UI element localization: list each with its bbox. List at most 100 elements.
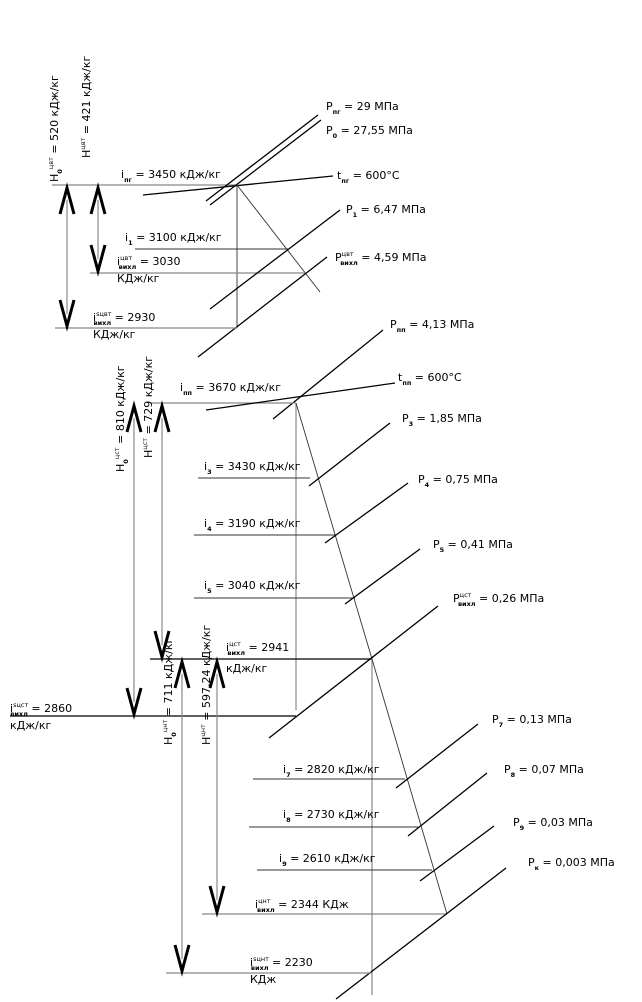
label-part: t bbox=[398, 371, 403, 384]
label-part: = 0,13 МПа bbox=[503, 713, 572, 726]
arrowhead-up-icon bbox=[89, 182, 107, 215]
label-part: i bbox=[283, 763, 286, 776]
label-part: i bbox=[117, 255, 120, 268]
label-p-pg: Pпг = 29 МПа bbox=[326, 100, 399, 116]
arrow-h-cst bbox=[153, 400, 171, 663]
label-part: вихл bbox=[227, 649, 245, 657]
label-part: 8 bbox=[286, 816, 291, 824]
label-part: = 4,13 МПа bbox=[406, 318, 475, 331]
label-part: i bbox=[204, 517, 207, 530]
label-part: sцст bbox=[13, 701, 28, 709]
label-part: = 6,47 МПа bbox=[357, 203, 426, 216]
label-h0-cnt: H0цнт = 711 кДж/кг bbox=[161, 638, 178, 745]
label-part: P bbox=[402, 412, 409, 425]
label-part: КДж/кг bbox=[93, 328, 136, 341]
label-part: = 729 кДж/кг bbox=[142, 356, 155, 438]
arrowhead-down-icon bbox=[125, 687, 143, 720]
label-part: = 2941 bbox=[245, 641, 289, 654]
label-i-4: i4 = 3190 кДж/кг bbox=[204, 517, 301, 533]
label-part: t bbox=[337, 169, 342, 182]
label-part: P bbox=[433, 538, 440, 551]
label-part: P bbox=[492, 713, 499, 726]
label-part: i bbox=[10, 702, 13, 715]
label-part: = 2344 КДж bbox=[275, 898, 349, 911]
label-part: P bbox=[418, 473, 425, 486]
label-part: пг bbox=[333, 108, 341, 116]
label-part: P bbox=[453, 592, 460, 605]
arrow-h0-cst bbox=[125, 400, 143, 720]
label-part: цст bbox=[113, 447, 121, 459]
label-part: 0 bbox=[56, 169, 64, 174]
label-h-cst: Hцст = 729 кДж/кг bbox=[141, 356, 155, 458]
label-part: P bbox=[513, 816, 520, 829]
label-part: = 0,75 МПа bbox=[429, 473, 498, 486]
label-part: i bbox=[250, 956, 253, 969]
label-p-0: P0 = 27,55 МПа bbox=[326, 124, 413, 140]
isobar-p-4 bbox=[324, 482, 409, 544]
label-part: i bbox=[93, 311, 96, 324]
label-part: кДж/кг bbox=[10, 719, 51, 732]
label-part: i bbox=[204, 460, 207, 473]
label-part: H bbox=[162, 737, 175, 745]
label-part: H bbox=[142, 450, 155, 458]
arrowhead-up-icon bbox=[208, 656, 226, 689]
label-part: = 0,003 МПа bbox=[539, 856, 615, 869]
label-part: 9 bbox=[282, 860, 287, 868]
label-part: = 3190 кДж/кг bbox=[212, 517, 301, 530]
label-part: 4 bbox=[207, 525, 212, 533]
label-part: 9 bbox=[520, 824, 525, 832]
label-part: = 4,59 МПа bbox=[358, 251, 427, 264]
label-part: кДж/кг bbox=[226, 662, 267, 675]
label-part: P bbox=[528, 856, 535, 869]
label-part: вихл bbox=[340, 259, 358, 267]
label-i-7: i7 = 2820 кДж/кг bbox=[283, 763, 380, 779]
label-part: = 0,26 МПа bbox=[476, 592, 545, 605]
label-p-4: P4 = 0,75 МПа bbox=[418, 473, 498, 489]
label-part: P bbox=[390, 318, 397, 331]
label-is-vykhl-cvt-unit: КДж/кг bbox=[93, 328, 136, 341]
label-part: H bbox=[48, 174, 61, 182]
label-part: = 3040 кДж/кг bbox=[212, 579, 301, 592]
arrowhead-up-icon bbox=[173, 656, 191, 689]
label-part: 7 bbox=[286, 771, 291, 779]
label-part: H bbox=[80, 150, 93, 158]
label-h0-cvt: H0цвт = 520 кДж/кг bbox=[47, 75, 64, 182]
label-part: 8 bbox=[511, 771, 516, 779]
label-p-5: P5 = 0,41 МПа bbox=[433, 538, 513, 554]
label-part: P bbox=[326, 124, 333, 137]
isobar-p-pp bbox=[272, 329, 384, 420]
label-t-pp: tпп = 600°C bbox=[398, 371, 462, 387]
label-part: i bbox=[255, 898, 258, 911]
label-part: = 597,24 кДж/кг bbox=[200, 625, 213, 725]
label-p-3: P3 = 1,85 МПа bbox=[402, 412, 482, 428]
isobar-p-8 bbox=[407, 772, 488, 837]
arrow-h0-cvt bbox=[58, 182, 76, 332]
label-part: 5 bbox=[207, 587, 212, 595]
label-part: P bbox=[504, 763, 511, 776]
label-part: 3 bbox=[207, 468, 212, 476]
label-part: вихл bbox=[251, 964, 269, 972]
label-i-pg: iпг = 3450 кДж/кг bbox=[121, 168, 221, 184]
isobar-p-0 bbox=[209, 119, 322, 206]
label-part: 3 bbox=[409, 420, 414, 428]
label-part: 7 bbox=[499, 721, 504, 729]
label-part: i bbox=[279, 852, 282, 865]
label-part: = 0,03 МПа bbox=[524, 816, 593, 829]
label-part: цст bbox=[460, 591, 472, 599]
label-part: = 3030 bbox=[136, 255, 180, 268]
label-part: 4 bbox=[425, 481, 430, 489]
label-part: = 520 кДж/кг bbox=[48, 75, 61, 157]
arrowhead-up-icon bbox=[125, 400, 143, 433]
isobar-p-9 bbox=[419, 825, 495, 882]
isobar-p-k bbox=[335, 867, 507, 1000]
label-part: пп bbox=[402, 379, 411, 387]
label-part: i bbox=[283, 808, 286, 821]
isobar-p-5 bbox=[344, 548, 421, 605]
label-part: к bbox=[535, 864, 540, 872]
label-part: = 2730 кДж/кг bbox=[291, 808, 380, 821]
label-part: = 1,85 МПа bbox=[413, 412, 482, 425]
